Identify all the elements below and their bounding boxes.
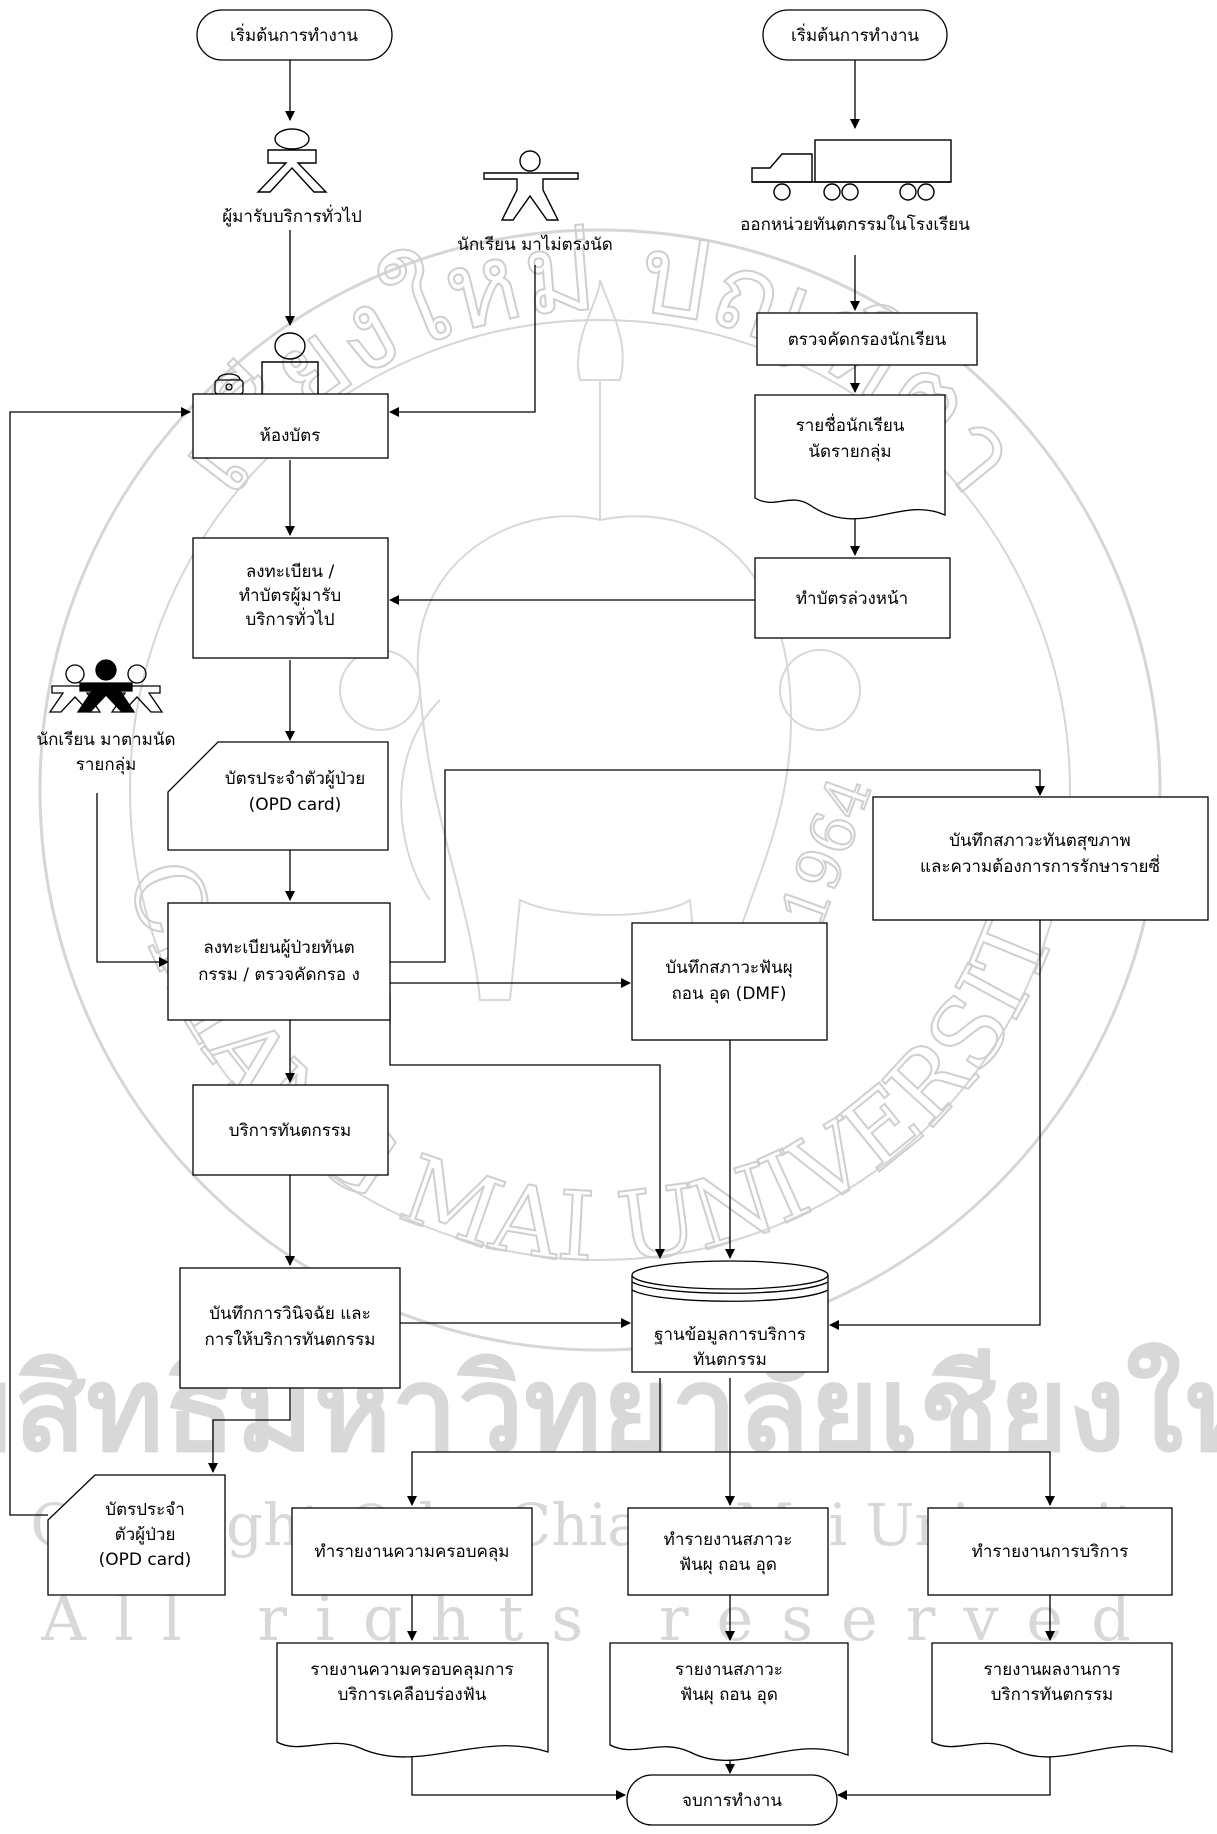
connector-health-to-db (829, 920, 1041, 1330)
node-opd-card-1-line2: (OPD card) (249, 795, 342, 815)
node-doc-service-line1: รายงานผลงานการ (984, 1660, 1121, 1680)
node-dental-service: บริการทันตกรรม (192, 1084, 389, 1176)
node-record-dmf-line2: ถอน อุด (DMF) (672, 984, 787, 1004)
node-record-health: บันทึกสภาวะทันตสุขภาพ และความต้องการการร… (872, 796, 1209, 921)
node-record-diagnosis-line2: การให้บริการทันตกรรม (205, 1329, 376, 1350)
watermark-elephant-icon (339, 279, 861, 1001)
connector-doc-service-to-end (837, 1752, 1051, 1800)
node-report-coverage-label: ทำรายงานความครอบคลุม (314, 1542, 509, 1562)
node-report-dmf-line2: ฟันผุ ถอน อุด (679, 1555, 777, 1575)
node-doc-service-line2: บริการทันตกรรม (991, 1685, 1114, 1705)
node-start-left-label: เริ่มต้นการทำงาน (230, 23, 358, 46)
node-opd-card-2-line3: (OPD card) (99, 1550, 192, 1570)
person-icon (261, 332, 319, 395)
node-register-dental-line1: ลงทะเบียนผู้ป่วยทันต (203, 938, 354, 958)
node-doc-service: รายงานผลงานการ บริการทันตกรรม (931, 1642, 1173, 1758)
node-student-late-label: นักเรียน มาไม่ตรงนัด (457, 234, 612, 255)
node-report-service-label: ทำรายงานการบริการ (972, 1542, 1129, 1562)
truck-icon (751, 139, 952, 201)
connectors (9, 60, 1055, 1800)
node-dental-service-label: บริการทันตกรรม (229, 1121, 352, 1141)
node-opd-card-2-line2: ตัวผู้ป่วย (115, 1525, 176, 1545)
node-record-health-line1: บันทึกสภาวะทันตสุขภาพ (949, 831, 1131, 851)
node-register-dental: ลงทะเบียนผู้ป่วยทันต กรรม / ตรวจคัดกรอ ง (167, 902, 391, 1021)
node-report-dmf-line1: ทำรายงานสภาวะ (664, 1530, 793, 1550)
node-register-line1: ลงทะเบียน / (246, 562, 335, 582)
node-opd-card-2-line1: บัตรประจำ (105, 1500, 185, 1520)
node-register-line2: ทำบัตรผู้มารับ (239, 586, 341, 606)
node-opd-card-1: บัตรประจำตัวผู้ป่วย (OPD card) (167, 741, 389, 851)
student-group-icon (48, 659, 164, 713)
node-screen-students-label: ตรวจคัดกรองนักเรียน (788, 330, 947, 350)
node-record-dmf-line1: บันทึกสภาวะฟันผุ (665, 958, 792, 978)
node-advance-card-label: ทำบัตรล่วงหน้า (796, 589, 908, 609)
node-opd-card-2: บัตรประจำ ตัวผู้ป่วย (OPD card) (47, 1474, 226, 1596)
node-report-service: ทำรายงานการบริการ (927, 1507, 1173, 1596)
connector-db-to-service-report (660, 1451, 1055, 1506)
node-register-line3: บริการทั่วไป (246, 607, 335, 630)
node-general-patient-label: ผู้มารับบริการทั่วไป (222, 204, 362, 227)
node-start-right-label: เริ่มต้นการทำงาน (791, 23, 919, 46)
node-report-coverage: ทำรายงานความครอบคลุม (291, 1507, 533, 1596)
connector-group-to-dentalreg (96, 793, 169, 967)
node-end-label: จบการทำงาน (682, 1791, 782, 1811)
node-start-right: เริ่มต้นการทำงาน (762, 9, 948, 61)
connector-dentalreg-to-db (389, 995, 665, 1259)
node-database-line1: ฐานข้อมูลการบริการ (654, 1325, 806, 1345)
node-doc-coverage-line2: บริการเคลือบร่องฟัน (338, 1685, 487, 1705)
node-card-room: ห้องบัตร (192, 393, 389, 459)
node-record-dmf: บันทึกสภาวะฟันผุ ถอน อุด (DMF) (631, 922, 828, 1041)
node-doc-dmf-line2: ฟันผุ ถอน อุด (680, 1685, 778, 1705)
node-doc-dmf: รายงานสภาวะ ฟันผุ ถอน อุด (609, 1642, 849, 1761)
node-student-list-line1: รายชื่อนักเรียน (796, 413, 905, 436)
connector-dentalreg-to-health (390, 769, 1045, 963)
watermark-year: 1964 (768, 768, 886, 935)
node-report-dmf: ทำรายงานสภาวะ ฟันผุ ถอน อุด (627, 1507, 829, 1596)
node-register-dental-line2: กรรม / ตรวจคัดกรอ ง (198, 965, 360, 985)
node-database-line2: ทันตกรรม (693, 1350, 767, 1370)
connector-doc-coverage-to-end (411, 1752, 626, 1800)
connector-opd2-loop-to-cardroom (9, 407, 191, 1516)
node-record-diagnosis-line1: บันทึกการวินิจฉัย และ (209, 1304, 370, 1324)
connector-db-to-coverage (407, 1378, 661, 1506)
node-doc-coverage: รายงานความครอบคลุมการ บริการเคลือบร่องฟั… (276, 1642, 549, 1758)
node-advance-card: ทำบัตรล่วงหน้า (754, 557, 951, 639)
person-icon (256, 128, 328, 193)
node-record-diagnosis: บันทึกการวินิจฉัย และ การให้บริการทันตกร… (179, 1267, 401, 1389)
node-card-room-label: ห้องบัตร (260, 426, 321, 446)
node-start-left: เริ่มต้นการทำงาน (196, 9, 393, 61)
node-end: จบการทำงาน (626, 1774, 838, 1826)
node-student-group-line1: นักเรียน มาตามนัด (36, 730, 175, 750)
connector-diagnosis-to-opd2 (208, 1388, 291, 1473)
node-student-list-line2: นัดรายกลุ่ม (808, 442, 891, 462)
node-database: ฐานข้อมูลการบริการ ทันตกรรม (631, 1260, 829, 1373)
node-student-group-line2: รายกลุ่ม (76, 755, 137, 775)
node-doc-dmf-line1: รายงานสภาวะ (675, 1660, 783, 1680)
person-icon (483, 150, 579, 221)
node-opd-card-1-line1: บัตรประจำตัวผู้ป่วย (225, 769, 365, 789)
connector-late-student-to-cardroom (389, 265, 536, 417)
node-record-health-line2: และความต้องการการรักษารายซี่ (920, 854, 1160, 877)
node-screen-students: ตรวจคัดกรองนักเรียน (756, 312, 978, 366)
node-mobile-unit-label: ออกหน่วยทันตกรรมในโรงเรียน (740, 214, 970, 235)
node-doc-coverage-line1: รายงานความครอบคลุมการ (310, 1660, 513, 1680)
node-student-list: รายชื่อนักเรียน นัดรายกลุ่ม (754, 394, 946, 520)
node-register: ลงทะเบียน / ทำบัตรผู้มารับ บริการทั่วไป (192, 537, 389, 659)
